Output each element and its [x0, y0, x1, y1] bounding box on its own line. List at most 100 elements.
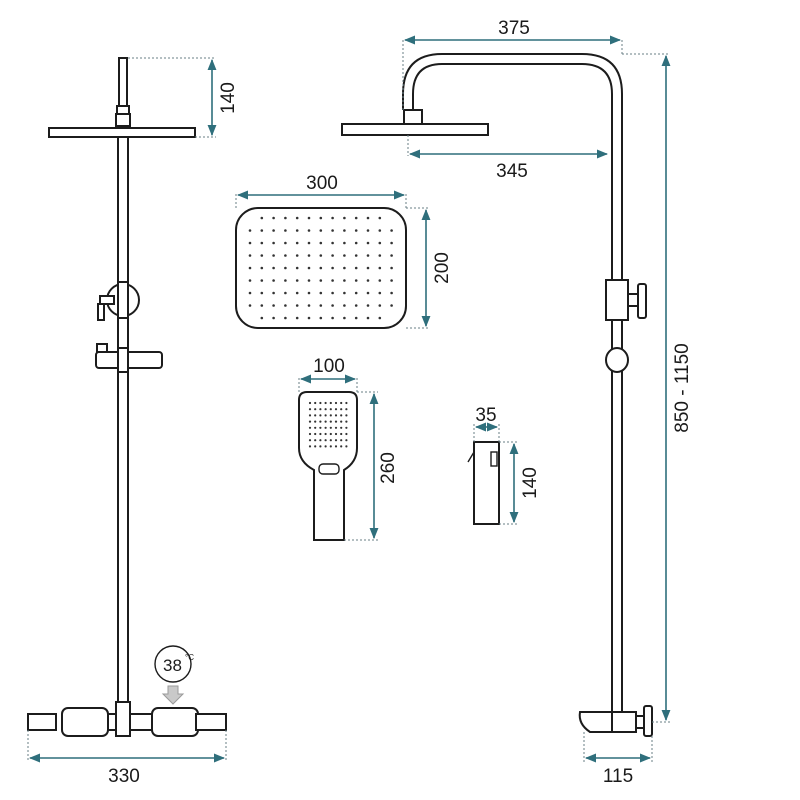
wall-plate-side	[643, 705, 653, 737]
rain-head-front	[48, 127, 196, 138]
nozzle-dot	[345, 420, 348, 423]
nozzle-dot	[260, 304, 264, 307]
nozzle-dot	[308, 426, 312, 429]
nozzle-dot	[329, 445, 332, 448]
temperature-display	[154, 645, 192, 683]
nozzle-dot	[319, 316, 323, 320]
nozzle-dot	[319, 254, 323, 257]
nozzle-dot	[284, 266, 287, 270]
nozzle-dot	[390, 229, 393, 232]
nozzle-dot	[248, 291, 252, 295]
nozzle-dot	[319, 229, 323, 232]
mixer-nut-side	[635, 715, 645, 729]
nozzle-dot	[295, 241, 299, 245]
nozzle-dot	[354, 229, 358, 232]
nozzle-dot	[308, 420, 312, 423]
nozzle-dot	[307, 304, 311, 307]
nozzle-dot	[329, 408, 332, 411]
slider-side	[605, 279, 629, 321]
nozzle-dot	[378, 316, 382, 320]
nozzle-dot	[260, 316, 264, 320]
nozzle-dot	[345, 432, 348, 436]
nozzle-dot	[308, 439, 312, 442]
nozzle-dot	[248, 254, 252, 257]
nozzle-dot	[314, 401, 317, 405]
nozzle-dot	[324, 426, 327, 429]
nozzle-dot	[343, 304, 346, 307]
holder-body	[473, 441, 500, 525]
nozzle-dot	[366, 254, 370, 257]
nozzle-dot	[307, 241, 311, 245]
nozzle-dot	[340, 414, 343, 417]
nozzle-dot	[248, 229, 252, 232]
nozzle-dot	[340, 426, 343, 429]
nozzle-dot	[345, 408, 348, 411]
mixer-left-cap	[27, 713, 57, 731]
nozzle-dot	[340, 432, 343, 436]
nozzle-dot	[366, 229, 370, 232]
nozzle-dot	[390, 254, 393, 257]
nozzle-dot	[260, 241, 264, 245]
nozzle-dot	[314, 445, 317, 448]
nozzle-dot	[272, 254, 275, 257]
temperature-unit: °C	[185, 653, 194, 662]
nozzle-dot	[390, 241, 393, 245]
nozzle-dot	[366, 241, 370, 245]
nozzle-dot	[345, 426, 348, 429]
nozzle-dot	[284, 254, 287, 257]
nozzle-dot	[307, 266, 311, 270]
holder-slot	[490, 451, 498, 467]
nozzle-dot	[378, 291, 382, 295]
side-view	[341, 53, 653, 737]
nozzle-dot	[284, 279, 287, 282]
nozzle-dot	[307, 291, 311, 295]
nozzle-dot	[248, 279, 252, 282]
nozzle-dot	[343, 229, 346, 232]
nozzle-dot	[319, 279, 323, 282]
front-view: 38 °C	[27, 57, 227, 737]
nozzle-dot	[314, 408, 317, 411]
label-140-holder: 140	[520, 467, 541, 499]
nozzle-dot	[272, 229, 275, 232]
nozzle-dot	[319, 304, 323, 307]
nozzle-dot	[340, 439, 343, 442]
label-345: 345	[496, 161, 528, 182]
nozzle-dot	[329, 426, 332, 429]
nozzle-dot	[284, 216, 287, 220]
nozzle-dot	[319, 241, 323, 245]
nozzle-dot	[272, 279, 275, 282]
nozzle-dot	[284, 316, 287, 320]
shelf-bracket	[117, 347, 129, 373]
nozzle-dot	[343, 266, 346, 270]
nozzle-dot	[324, 445, 327, 448]
nozzle-dot	[354, 304, 358, 307]
nozzle-dot	[248, 241, 252, 245]
nozzle-dot	[319, 408, 322, 411]
nozzle-dot	[248, 266, 252, 270]
nozzle-dot	[390, 291, 393, 295]
nozzle-dot	[307, 216, 311, 220]
nozzle-dot	[314, 432, 317, 436]
nozzle-dot	[378, 254, 382, 257]
nozzle-dot	[324, 414, 327, 417]
nozzle-dot	[319, 216, 323, 220]
nozzle-dot	[284, 241, 287, 245]
nozzle-dot	[366, 291, 370, 295]
nozzle-dot	[329, 439, 332, 442]
nozzle-dot	[308, 432, 312, 436]
label-260: 260	[378, 452, 399, 484]
label-column-height: 850 - 1150	[672, 343, 693, 432]
temperature-value: 38	[163, 656, 182, 675]
nozzle-dot	[378, 266, 382, 270]
riser-pipe-front	[117, 127, 129, 723]
hand-shower-button	[318, 463, 340, 475]
head-joint-side	[403, 109, 423, 125]
mixer-right-cap	[195, 713, 227, 731]
nozzle-dot	[354, 266, 358, 270]
nozzle-dot	[343, 316, 346, 320]
nozzle-dot	[319, 420, 322, 423]
nozzle-dot	[260, 291, 264, 295]
nozzle-dot	[340, 408, 343, 411]
nozzle-dot	[307, 254, 311, 257]
